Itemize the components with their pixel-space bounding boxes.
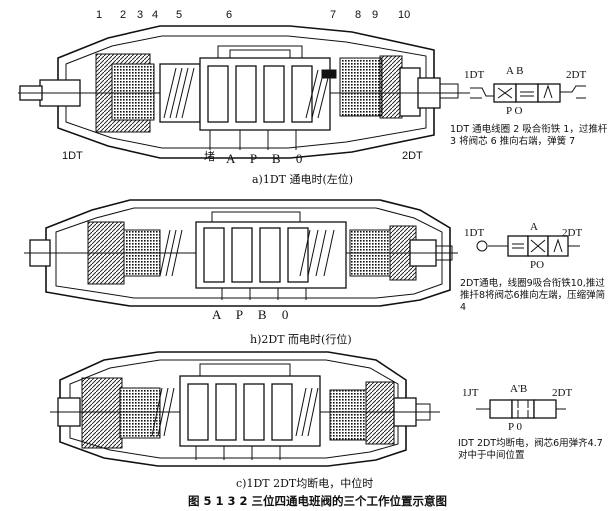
part-number-10: 10: [398, 9, 411, 21]
symbol-b-bottom-ports: PO: [530, 259, 545, 271]
blocked-port-label-a: 堵: [204, 151, 215, 163]
symbol-c-left-label: 1JT: [462, 387, 479, 399]
solenoid-label-2dt-a: 2DT: [402, 150, 423, 162]
part-number-8: 8: [355, 9, 362, 21]
valve-body-a: [18, 25, 470, 159]
part-number-6: 6: [226, 9, 233, 21]
part-number-9: 9: [372, 9, 379, 21]
part-number-4: 4: [152, 9, 159, 21]
valve-body-c: [50, 351, 440, 467]
caption-b: h)2DT 而电时(行位): [250, 333, 352, 346]
symbol-c-bottom-ports: P 0: [508, 421, 522, 433]
caption-c: c)1DT 2DT均断电，中位时: [236, 477, 374, 490]
solenoid-label-1dt-a: 1DT: [62, 150, 83, 162]
part-number-5: 5: [176, 9, 183, 21]
symbol-c-top-ports: A'B: [510, 383, 528, 395]
symbol-c-right-label: 2DT: [552, 387, 573, 399]
figure-title: 图 5 1 3 2 三位四通电班阀的三个工作位置示意图: [188, 494, 448, 508]
note-b: 2DT通电，线圈9吸合衔铁10,推过推扦8将阀芯6推向左端，压缩弹简4: [460, 278, 606, 313]
symbol-b-top-ports: A: [530, 221, 538, 233]
symbol-b-left-label: 1DT: [464, 227, 485, 239]
valve-body-b: [24, 199, 458, 307]
port-labels-b: A P B 0: [212, 307, 295, 322]
note-c: IDT 2DT均断电，阀芯6用弹齐4.7对中于中间位置: [458, 438, 603, 461]
part-number-1: 1: [96, 9, 103, 21]
caption-a: a)1DT 通电时(左位): [252, 173, 354, 186]
valve-symbol-c: [476, 399, 566, 419]
part-number-7: 7: [330, 9, 337, 21]
symbol-a-bottom-ports: P O: [506, 105, 523, 117]
symbol-a-top-ports: A B: [506, 65, 524, 77]
port-labels-a: A P B 0: [226, 151, 309, 166]
valve-symbol-a: [470, 83, 586, 103]
symbol-a-right-label: 2DT: [566, 69, 587, 81]
note-a: 1DT 通电线圈 2 吸合衔铁 1，过推杆 3 将阀芯 6 推向右端，弹簧 7: [450, 124, 608, 147]
symbol-a-left-label: 1DT: [464, 69, 485, 81]
part-number-2: 2: [120, 9, 127, 21]
symbol-b-right-label: 2DT: [562, 227, 583, 239]
part-number-3: 3: [137, 9, 144, 21]
valve-symbol-b: [476, 235, 580, 257]
